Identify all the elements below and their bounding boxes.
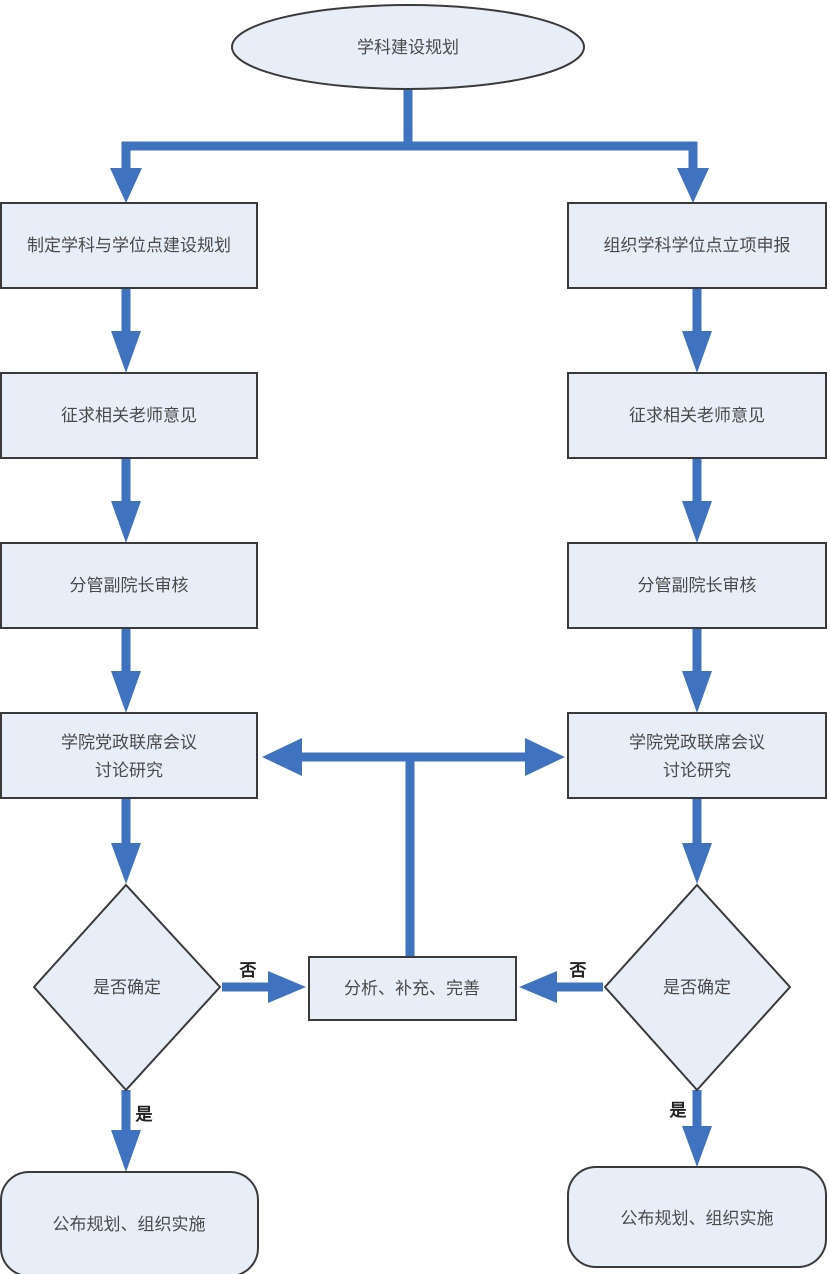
right-end-node: 公布规划、组织实施: [567, 1166, 827, 1268]
left-step-4: 学院党政联席会议 讨论研究: [0, 712, 258, 799]
right-step-4: 学院党政联席会议 讨论研究: [567, 712, 827, 799]
arrow-head-to-right-step-1: [677, 168, 709, 203]
arrow-head-feedback-left: [262, 738, 302, 776]
right-step-1: 组织学科学位点立项申报: [567, 202, 827, 289]
left-step-1: 制定学科与学位点建设规划: [0, 202, 258, 289]
arrow-head-right-no: [519, 971, 557, 1003]
left-step-3-label: 分管副院长审核: [70, 576, 189, 596]
right-step-2-label: 征求相关老师意见: [629, 406, 765, 426]
left-step-3: 分管副院长审核: [0, 542, 258, 629]
connectors: [110, 90, 712, 1172]
left-yes-label: 是: [136, 1105, 153, 1125]
left-end-label: 公布规划、组织实施: [53, 1215, 206, 1235]
left-step-4-label-line1: 学院党政联席会议: [61, 733, 197, 753]
arrow-head-right-1-2: [682, 331, 712, 373]
right-decision: 是否确定: [603, 883, 792, 1092]
start-node: 学科建设规划: [231, 4, 585, 90]
arrow-head-left-yes: [111, 1130, 141, 1172]
left-step-1-label: 制定学科与学位点建设规划: [27, 236, 231, 256]
right-step-4-label-line1: 学院党政联席会议: [629, 733, 765, 753]
revise-node: 分析、补充、完善: [308, 956, 517, 1021]
left-end-node: 公布规划、组织实施: [0, 1171, 259, 1274]
left-decision-label: 是否确定: [93, 978, 161, 998]
arrow-head-left-1-2: [111, 331, 141, 373]
arrow-head-left-3-4: [111, 671, 141, 713]
right-step-3: 分管副院长审核: [567, 542, 827, 629]
arrow-head-right-2-3: [682, 501, 712, 543]
right-step-3-label: 分管副院长审核: [638, 576, 757, 596]
left-step-2-label: 征求相关老师意见: [61, 406, 197, 426]
right-decision-label: 是否确定: [663, 978, 731, 998]
arrow-head-right-3-4: [682, 671, 712, 713]
right-step-4-label-line2: 讨论研究: [663, 761, 731, 781]
arrow-head-left-2-3: [111, 501, 141, 543]
left-no-label: 否: [239, 961, 257, 981]
arrow-head-right-yes: [682, 1126, 712, 1167]
left-step-4-label-line2: 讨论研究: [95, 761, 163, 781]
right-no-label: 否: [569, 961, 587, 981]
start-node-label: 学科建设规划: [357, 38, 459, 58]
right-end-label: 公布规划、组织实施: [621, 1209, 774, 1229]
left-decision: 是否确定: [32, 883, 222, 1092]
right-step-2: 征求相关老师意见: [567, 372, 827, 459]
arrow-head-to-left-step-1: [110, 168, 142, 203]
revise-node-label: 分析、补充、完善: [344, 979, 480, 999]
right-yes-label: 是: [670, 1101, 687, 1121]
arrow-head-left-decision: [111, 843, 141, 884]
right-step-1-label: 组织学科学位点立项申报: [604, 236, 791, 256]
arrow-head-feedback-right: [525, 738, 565, 776]
arrow-head-left-no: [268, 971, 306, 1003]
left-step-2: 征求相关老师意见: [0, 372, 258, 459]
arrow-head-right-decision: [682, 843, 712, 884]
